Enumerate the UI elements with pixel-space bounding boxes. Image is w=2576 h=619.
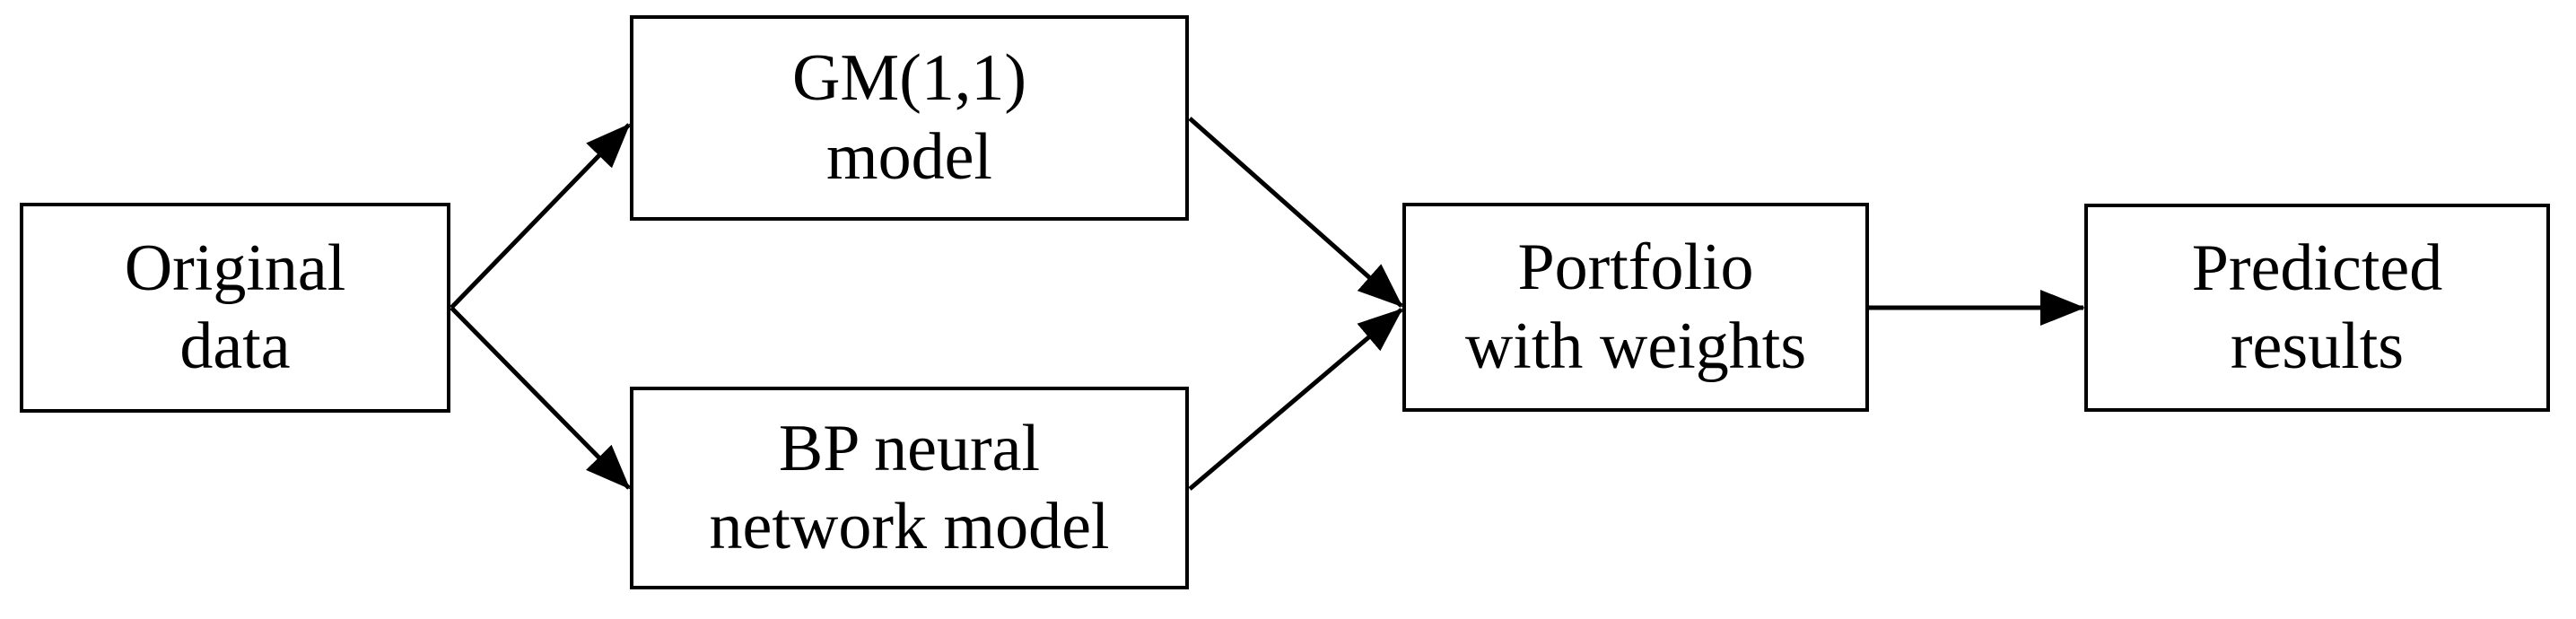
node-portfolio-with-weights-line2: with weights [1464,309,1807,383]
node-predicted-results-line1: Predicted [2191,231,2443,305]
node-bp-neural-network-model-line1: BP neural [778,411,1041,485]
edge-original-to-gm11 [450,123,631,310]
node-portfolio-with-weights-line1: Portfolio [1517,231,1754,305]
node-original-data-line1: Original [124,231,346,305]
node-predicted-results-line2: results [2230,310,2405,383]
node-original-data-line2: data [179,310,291,383]
edge-original-to-bp [450,306,631,490]
node-bp-neural-network-model[interactable]: BP neural network model [630,387,1189,589]
node-gm11-model-line1: GM(1,1) [791,41,1027,116]
node-gm11-model-line2: model [826,119,992,194]
node-gm11-model[interactable]: GM(1,1) model [630,15,1189,221]
node-predicted-results[interactable]: Predicted results [2084,204,2550,412]
node-portfolio-with-weights[interactable]: Portfolio with weights [1402,203,1869,412]
node-bp-neural-network-model-line2: network model [709,490,1110,563]
edge-bp-to-portfolio [1188,308,1403,491]
node-original-data[interactable]: Original data [20,203,450,413]
edge-gm11-to-portfolio [1188,117,1403,308]
